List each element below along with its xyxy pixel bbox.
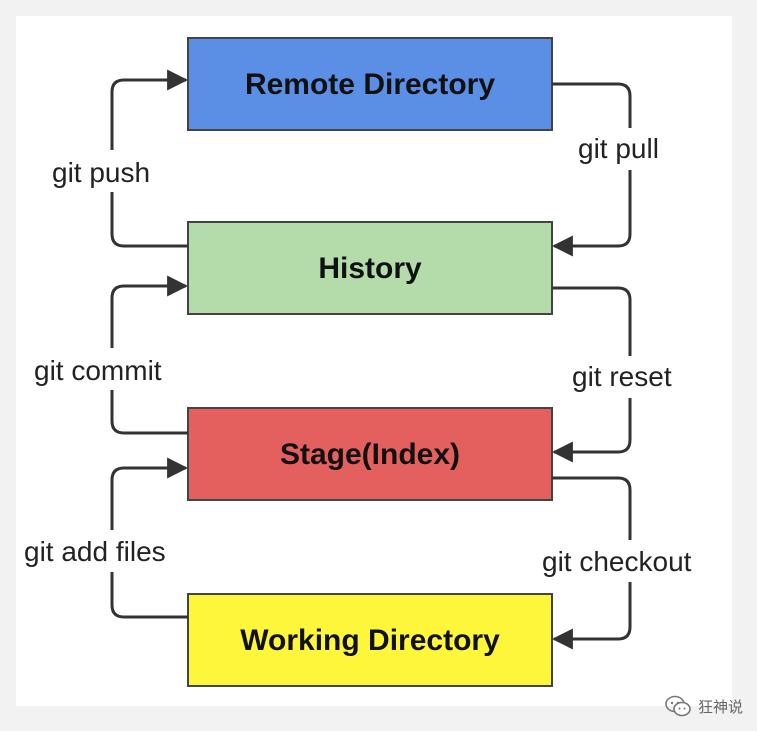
label-git-commit: git commit — [34, 355, 162, 386]
box-working-directory-label: Working Directory — [240, 624, 500, 657]
label-git-pull: git pull — [578, 133, 659, 164]
wechat-icon — [665, 695, 691, 717]
label-bg-reset — [566, 356, 698, 398]
label-git-reset: git reset — [572, 361, 672, 392]
box-history — [187, 221, 553, 315]
label-bg-commit — [28, 348, 192, 390]
label-bg-add — [20, 530, 200, 572]
box-stage-index — [187, 407, 553, 501]
label-bg-push — [46, 150, 174, 192]
box-stage-index-label: Stage(Index) — [280, 438, 460, 471]
label-bg-pull — [572, 128, 682, 170]
box-remote-directory — [187, 37, 553, 131]
label-bg-checkout — [538, 540, 728, 582]
label-git-checkout: git checkout — [542, 546, 692, 577]
box-remote-directory-label: Remote Directory — [245, 68, 495, 101]
label-git-add-files: git add files — [24, 536, 166, 567]
box-working-directory — [187, 593, 553, 687]
watermark-text: 狂神说 — [697, 697, 743, 716]
label-git-push: git push — [52, 157, 150, 188]
watermark: 狂神说 — [664, 695, 743, 717]
box-history-label: History — [318, 252, 422, 285]
